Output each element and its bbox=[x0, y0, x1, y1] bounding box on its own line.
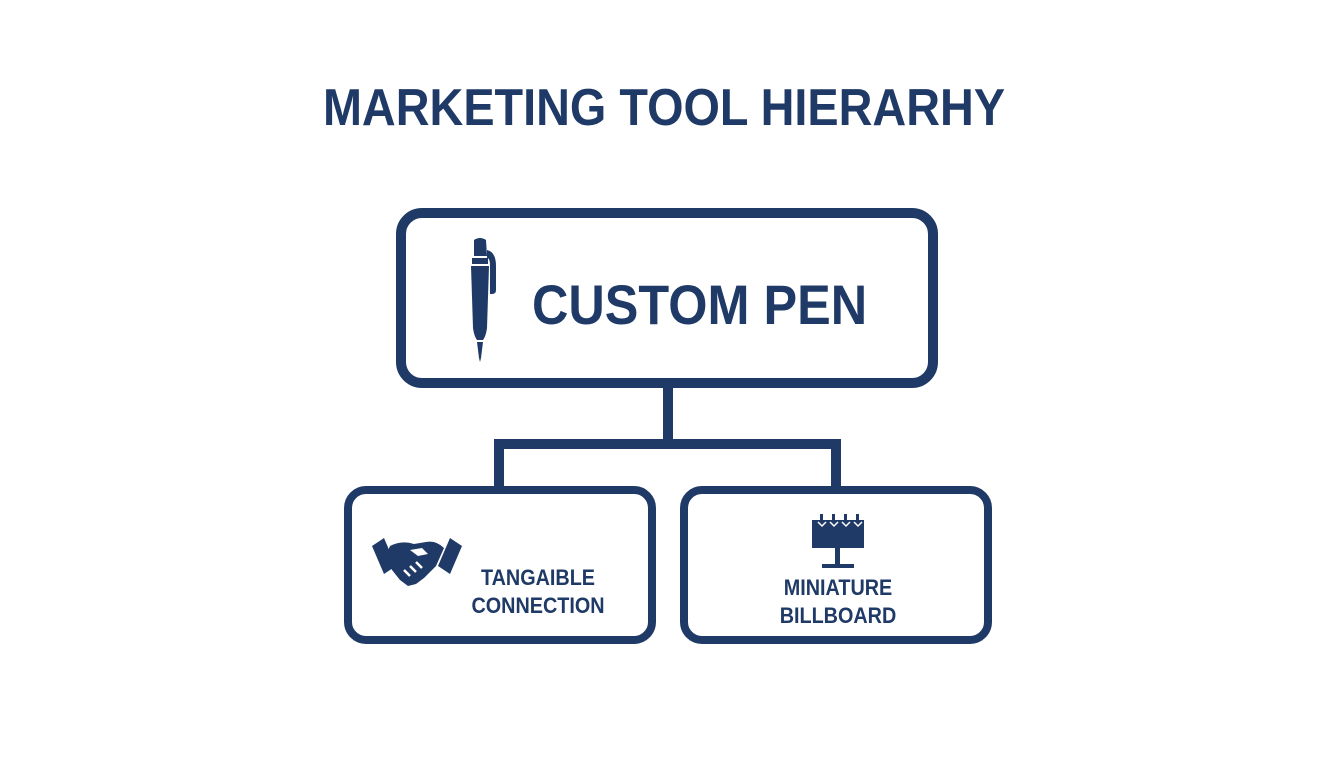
child-node-tangible-connection: TANGAIBLE CONNECTION bbox=[344, 486, 656, 644]
root-label: CUSTOM PEN bbox=[532, 273, 868, 336]
child-node-miniature-billboard: MINIATURE BILLBOARD bbox=[680, 486, 992, 644]
child-label-line2: CONNECTION bbox=[471, 593, 605, 618]
root-node: CUSTOM PEN bbox=[396, 208, 938, 388]
connector-path bbox=[494, 388, 841, 490]
pen-icon bbox=[471, 238, 496, 362]
diagram-title: MARKETING TOOL HIERARHY bbox=[322, 79, 1006, 137]
child-label-line1: TANGAIBLE bbox=[480, 565, 596, 590]
billboard-icon bbox=[812, 514, 864, 568]
child-label-line2: BILLBOARD bbox=[779, 603, 897, 628]
child-label-tangible-connection: TANGAIBLE CONNECTION bbox=[448, 564, 628, 620]
child-label-line1: MINIATURE bbox=[783, 575, 893, 600]
handshake-icon bbox=[372, 538, 462, 586]
child-label-miniature-billboard: MINIATURE BILLBOARD bbox=[739, 574, 937, 630]
